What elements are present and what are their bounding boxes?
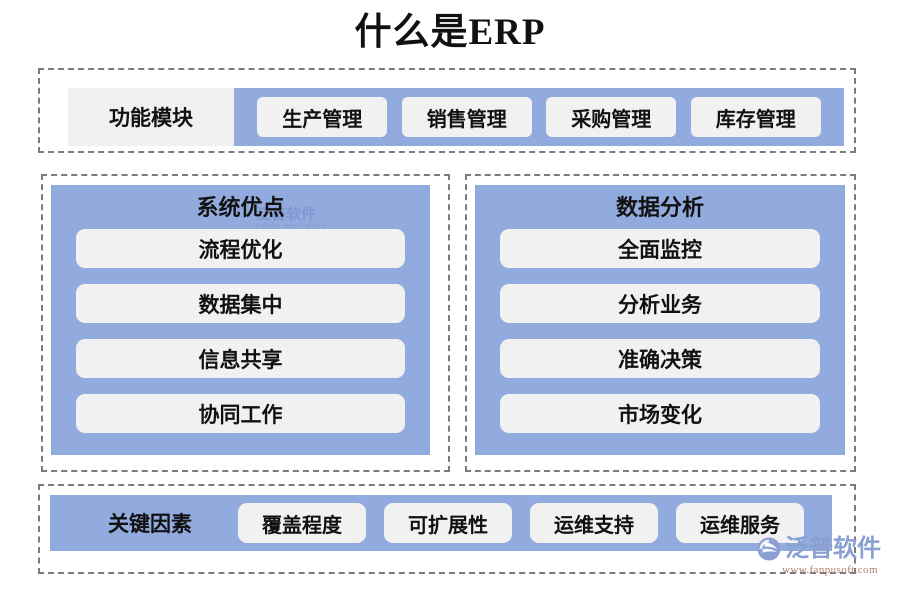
- strength-item-process-optimization[interactable]: 流程优化: [76, 229, 405, 268]
- module-pill-purchasing[interactable]: 采购管理: [546, 97, 677, 137]
- factors-section-label: 关键因素: [108, 512, 192, 536]
- module-pill-inventory[interactable]: 库存管理: [690, 97, 821, 137]
- factor-pill-ops-support[interactable]: 运维支持: [530, 503, 658, 543]
- analytics-item-list: 全面监控 分析业务 准确决策 市场变化: [475, 225, 845, 433]
- analytics-item-market-changes[interactable]: 市场变化: [500, 394, 820, 433]
- analytics-section-outline: [465, 174, 856, 472]
- factors-pill-row: 覆盖程度 可扩展性 运维支持 运维服务: [192, 503, 814, 543]
- strengths-section-outline: [41, 174, 450, 472]
- module-pill-sales[interactable]: 销售管理: [401, 97, 532, 137]
- analytics-item-full-monitoring[interactable]: 全面监控: [500, 229, 820, 268]
- factors-row: 关键因素 覆盖程度 可扩展性 运维支持 运维服务: [50, 495, 832, 551]
- factors-section-outline: [38, 484, 856, 574]
- strength-item-data-centralization[interactable]: 数据集中: [76, 284, 405, 323]
- factor-pill-scalability[interactable]: 可扩展性: [384, 503, 512, 543]
- analytics-item-business-analysis[interactable]: 分析业务: [500, 284, 820, 323]
- analytics-heading: 数据分析: [615, 195, 704, 220]
- factors-bar: 关键因素 覆盖程度 可扩展性 运维支持 运维服务: [50, 495, 832, 551]
- factor-pill-coverage[interactable]: 覆盖程度: [238, 503, 366, 543]
- module-pill-production[interactable]: 生产管理: [257, 97, 388, 137]
- modules-section-outline: [38, 68, 856, 153]
- strengths-item-list: 流程优化 数据集中 信息共享 协同工作: [51, 225, 430, 433]
- strengths-heading: 系统优点: [196, 195, 285, 220]
- strengths-panel: 泛普软件 FANPU SOFTWARE 系统优点 流程优化 数据集中 信息共享 …: [51, 185, 430, 455]
- factor-pill-ops-service[interactable]: 运维服务: [676, 503, 804, 543]
- analytics-item-accurate-decisions[interactable]: 准确决策: [500, 339, 820, 378]
- strength-item-information-sharing[interactable]: 信息共享: [76, 339, 405, 378]
- analytics-panel: 数据分析 全面监控 分析业务 准确决策 市场变化: [475, 185, 845, 455]
- modules-pill-row: 生产管理 销售管理 采购管理 库存管理: [234, 88, 844, 146]
- strength-item-collaboration[interactable]: 协同工作: [76, 394, 405, 433]
- modules-section-label: 功能模块: [68, 88, 234, 146]
- modules-bar: 生产管理 销售管理 采购管理 库存管理: [234, 88, 844, 146]
- page-title: 什么是ERP: [354, 12, 546, 53]
